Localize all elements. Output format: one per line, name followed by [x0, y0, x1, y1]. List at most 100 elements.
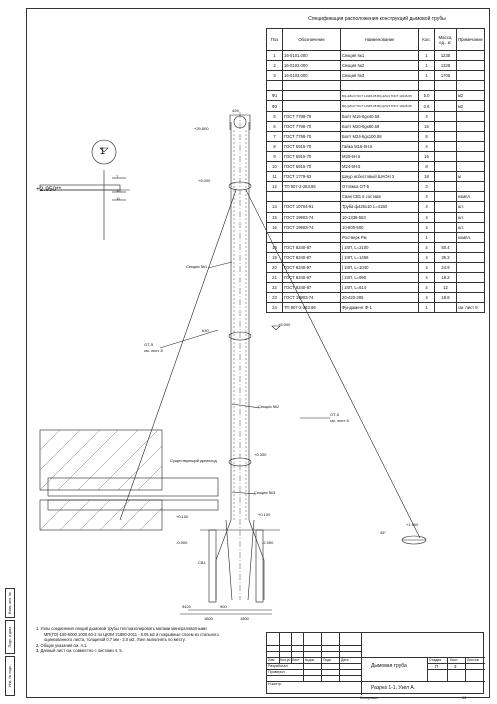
duct-upper	[47, 477, 219, 497]
spec-header-cell: Масса, ед., кг.	[434, 28, 457, 51]
stage-value: П	[435, 664, 439, 669]
spec-cell: BQ-ф5х3 ГОСТ 11945-95 BQ-ф5х3 ГОСТ 11946…	[340, 90, 419, 102]
spec-cell	[434, 120, 457, 132]
spec-cell	[434, 171, 457, 183]
label-section-3: Секция №3	[254, 490, 276, 495]
elev-a: +9.000	[198, 178, 211, 183]
spec-cell: 16-0103.000	[282, 70, 341, 82]
spec-cell: 21	[266, 272, 283, 284]
pile-right	[255, 529, 264, 603]
spec-cell: [ 24П, L=2100	[340, 241, 419, 253]
building-wall	[39, 429, 163, 491]
joint-upper	[228, 181, 252, 191]
spec-cell	[266, 231, 283, 243]
spec-cell	[266, 80, 283, 92]
guy-label-right: ОТ-5	[330, 412, 340, 417]
doc-title: Дымовая труба	[371, 663, 407, 669]
spec-cell: 1	[266, 49, 283, 62]
support-braces	[225, 519, 255, 601]
spec-cell: 3	[418, 181, 435, 193]
spec-cell: 12	[434, 282, 457, 294]
spec-cell: 1	[418, 231, 435, 243]
spec-cell: 20	[266, 261, 283, 274]
spec-cell	[456, 241, 485, 253]
spec-cell: Оттяжка ОТ-5	[340, 181, 419, 193]
spec-cell: шт.	[456, 201, 485, 213]
elev-mark-right	[271, 325, 281, 331]
elev-d: +0.100	[258, 512, 271, 517]
title-block: Изм. Кол.уч Лист №док. Подп. Дата Разраб…	[266, 632, 485, 695]
note-line: МП(ГО)-100-6000.1000.60-2 по ЦКЛИ 21880-…	[44, 631, 219, 637]
spec-cell: 16	[266, 221, 283, 233]
pile-left	[208, 529, 217, 603]
spec-cell: 16	[418, 150, 435, 163]
spec-cell	[266, 191, 283, 203]
role-check: Проверил	[268, 670, 285, 674]
spec-cell: 4	[418, 140, 435, 152]
sheets-header: Листов	[467, 658, 479, 662]
spec-cell	[434, 140, 457, 152]
spec-cell	[456, 181, 485, 193]
leader-section-3	[231, 491, 257, 495]
spec-cell: Гайка М16-6Н.5	[340, 140, 419, 152]
dim-mid-width: 630	[202, 328, 209, 333]
spec-header-cell: Примечание	[456, 28, 485, 51]
spec-cell: 8	[266, 140, 283, 152]
spec-cell: М20-5Н.5	[340, 150, 419, 163]
spec-cell: 23	[266, 292, 283, 304]
spec-cell: ГОСТ 8240-97	[282, 282, 341, 294]
spec-cell: ГОСТ 7798-70	[282, 130, 341, 142]
elev-mark-left	[99, 147, 109, 153]
spec-cell	[456, 140, 485, 152]
spec-cell: Ф2	[266, 100, 283, 112]
joint-middle	[228, 331, 252, 341]
spec-cell: Секция №1	[340, 49, 419, 62]
spec-header-cell: Наименование	[340, 28, 419, 51]
spec-cell: шт.	[456, 221, 485, 233]
label-section-2: Секция №2	[258, 404, 280, 409]
spec-cell	[434, 211, 457, 223]
spec-cell: 50.4	[434, 241, 457, 253]
elev-g: +0.100	[176, 514, 189, 519]
col-sign: Подп.	[323, 658, 333, 662]
spec-header-cell: Обозначение	[282, 28, 341, 51]
spec-cell	[434, 231, 457, 243]
spec-cell: ГОСТ 8240-97	[282, 272, 341, 284]
spec-cell: 4	[418, 241, 435, 253]
spec-cell: Болт М20-6gх80.58	[340, 120, 419, 132]
spec-cell: 1325	[434, 60, 457, 72]
callout-11: 11	[116, 196, 121, 201]
spec-cell	[434, 221, 457, 233]
spec-cell: 11	[266, 171, 283, 183]
spec-cell: компл.	[456, 191, 485, 203]
spec-cell: 16-0102.000	[282, 60, 341, 72]
spec-cell: 4	[418, 201, 435, 213]
spec-cell	[456, 282, 485, 294]
spec-cell: 2	[266, 60, 283, 72]
wall-hatching	[39, 429, 163, 491]
spec-cell: 19	[266, 251, 283, 263]
spec-cell: 10	[266, 161, 283, 173]
spec-cell	[434, 90, 457, 102]
spec-cell: Ростверк Рм	[340, 231, 419, 243]
spec-cell: ГОСТ 7798-70	[282, 110, 341, 122]
elev-main-label: +2.950**	[36, 186, 62, 193]
duct-lower	[47, 499, 219, 511]
spec-cell: ГОСТ 1779-83	[282, 171, 341, 183]
side-cell-inv: Инв. № подл.	[5, 656, 15, 696]
role-dev: Разработал	[268, 664, 288, 668]
spec-cell	[282, 80, 341, 92]
spec-cell	[282, 191, 341, 203]
building-base	[39, 499, 163, 531]
spec-cell: м	[456, 171, 485, 183]
spec-cell: 9	[266, 150, 283, 163]
